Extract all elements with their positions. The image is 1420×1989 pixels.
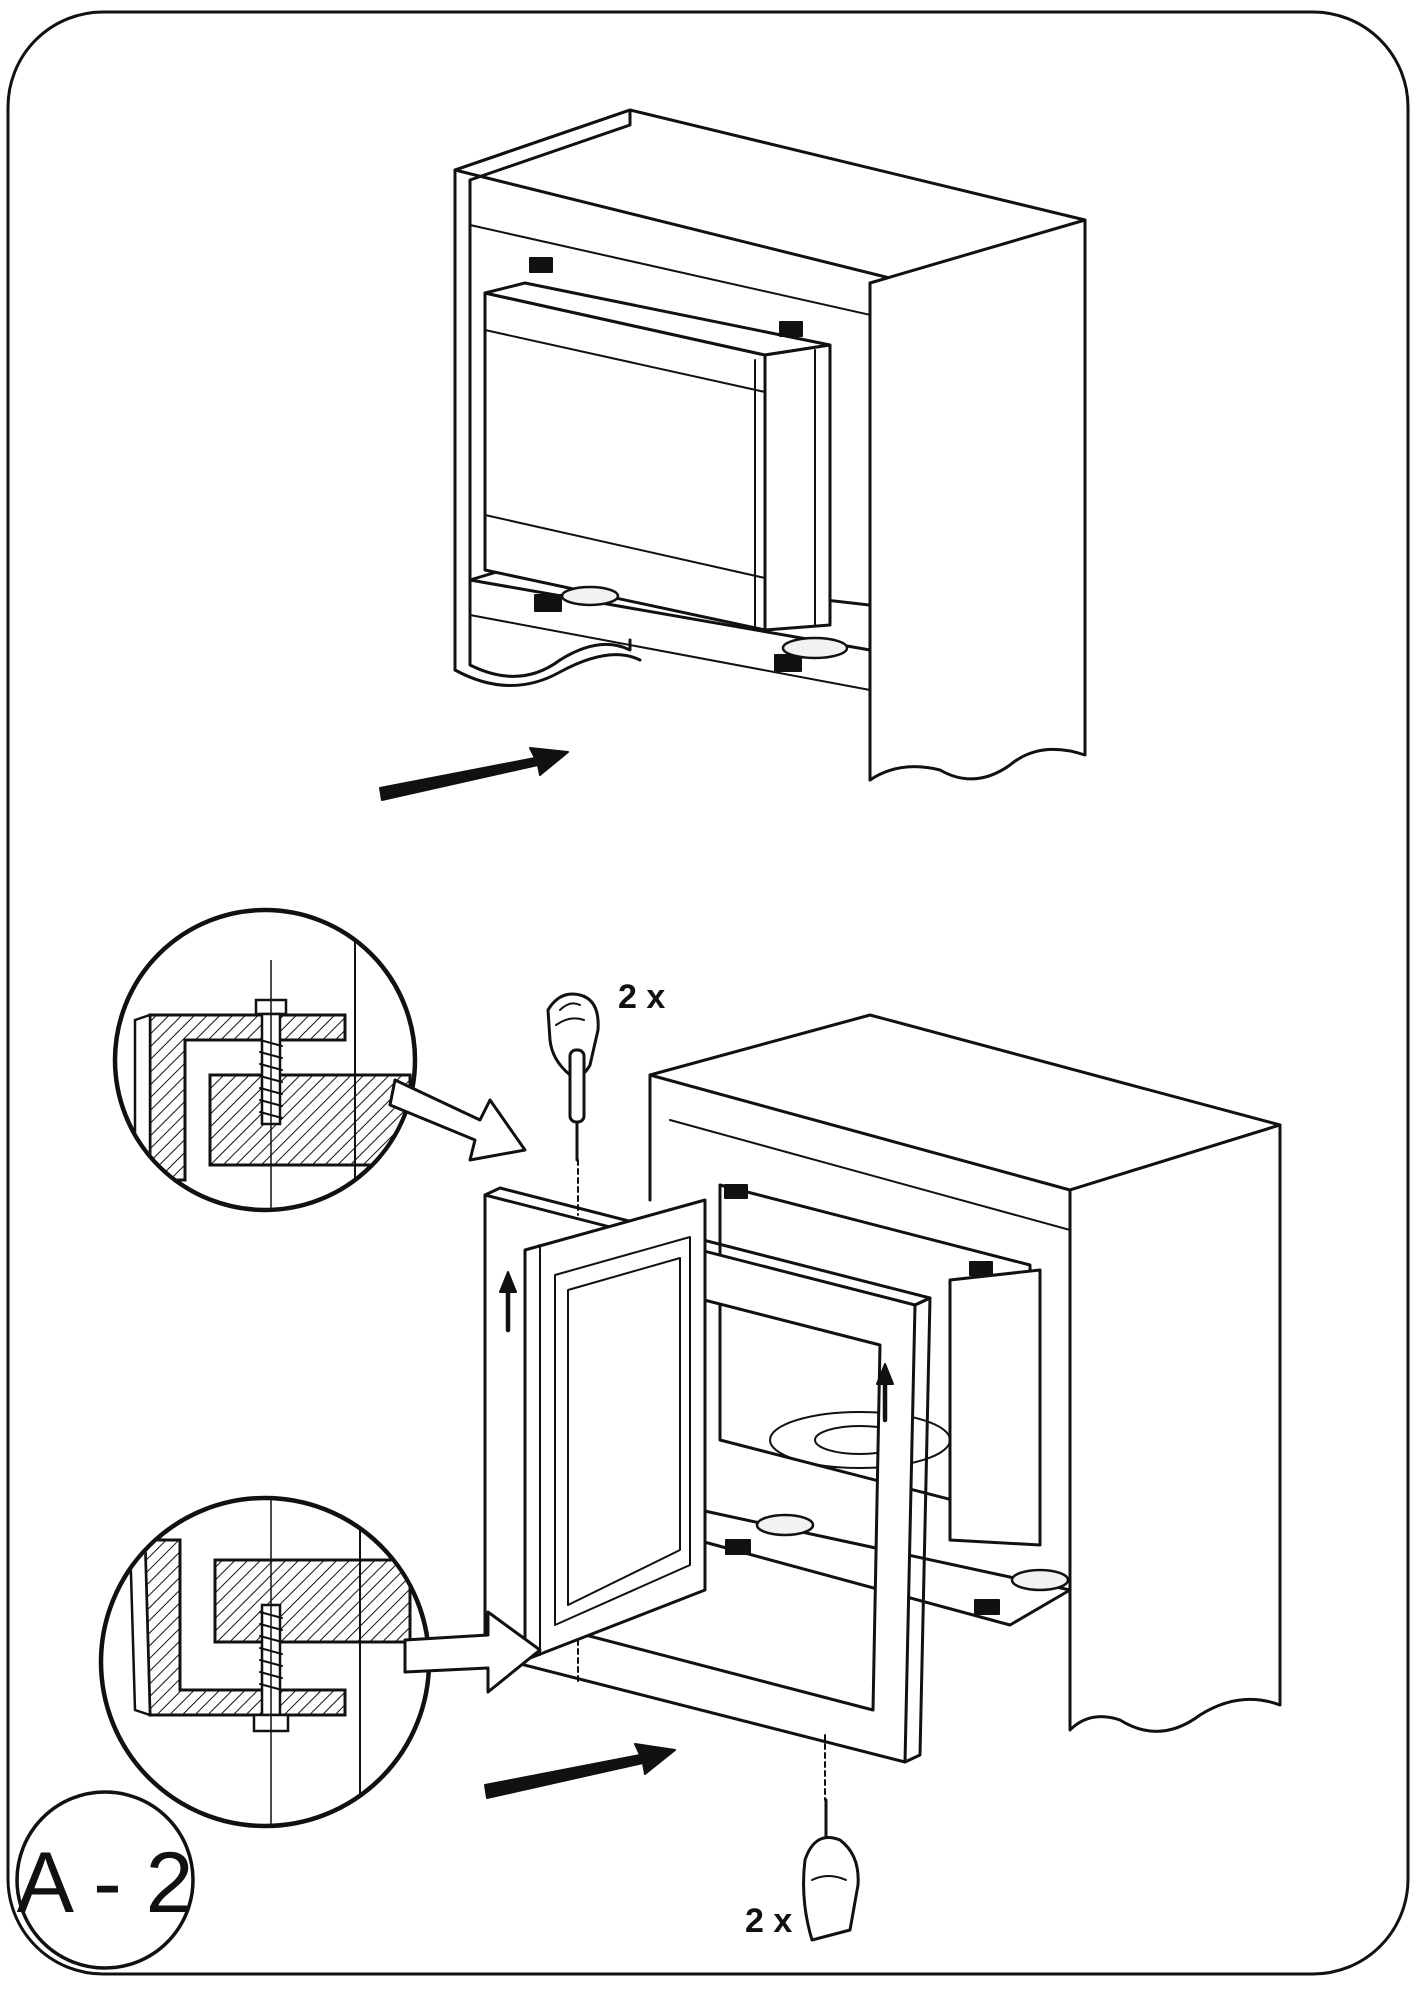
up-arrow-icon [499,1271,517,1333]
page-border [6,10,1410,1976]
mounting-bracket [779,321,803,337]
mounting-bracket [724,1184,748,1199]
foot [755,1513,815,1537]
microwave-door [523,1198,707,1662]
mounting-bracket [774,654,802,672]
figure-badge: A - 2 [15,1790,195,1970]
mounting-bracket [534,594,562,612]
frame-installation [483,1013,1282,1801]
detail-view-top-screw [112,907,418,1213]
turntable [769,1411,951,1469]
screw-quantity-top: 2 x [618,978,665,1016]
cabinet-right-panel [868,218,1087,782]
foot [1010,1568,1070,1592]
mounting-bracket [969,1261,993,1276]
hollow-arrow-icon [403,1610,542,1694]
foot [781,636,849,660]
cabinet-right-panel [1068,1123,1282,1733]
microwave-control-panel [948,1268,1042,1547]
mounting-bracket [974,1599,1000,1615]
hand-screwdriver-icon [802,1798,860,1942]
screw-quantity-bottom: 2 x [745,1902,792,1940]
mounting-bracket [529,257,553,273]
hollow-arrow-icon [388,1078,527,1162]
detail-view-bottom-screw [98,1495,432,1829]
insert-arrow-icon [379,747,569,801]
cabinet-with-microwave [453,108,1087,782]
insert-arrow-icon [484,1743,676,1799]
mounting-bracket [725,1539,751,1555]
foot [560,585,620,607]
up-arrow-icon [876,1363,894,1423]
cabinet-left-panel [453,108,632,678]
hand-screwdriver-icon [546,992,600,1162]
figure-label: A - 2 [17,1835,194,1931]
microwave-control-panel [763,343,832,632]
